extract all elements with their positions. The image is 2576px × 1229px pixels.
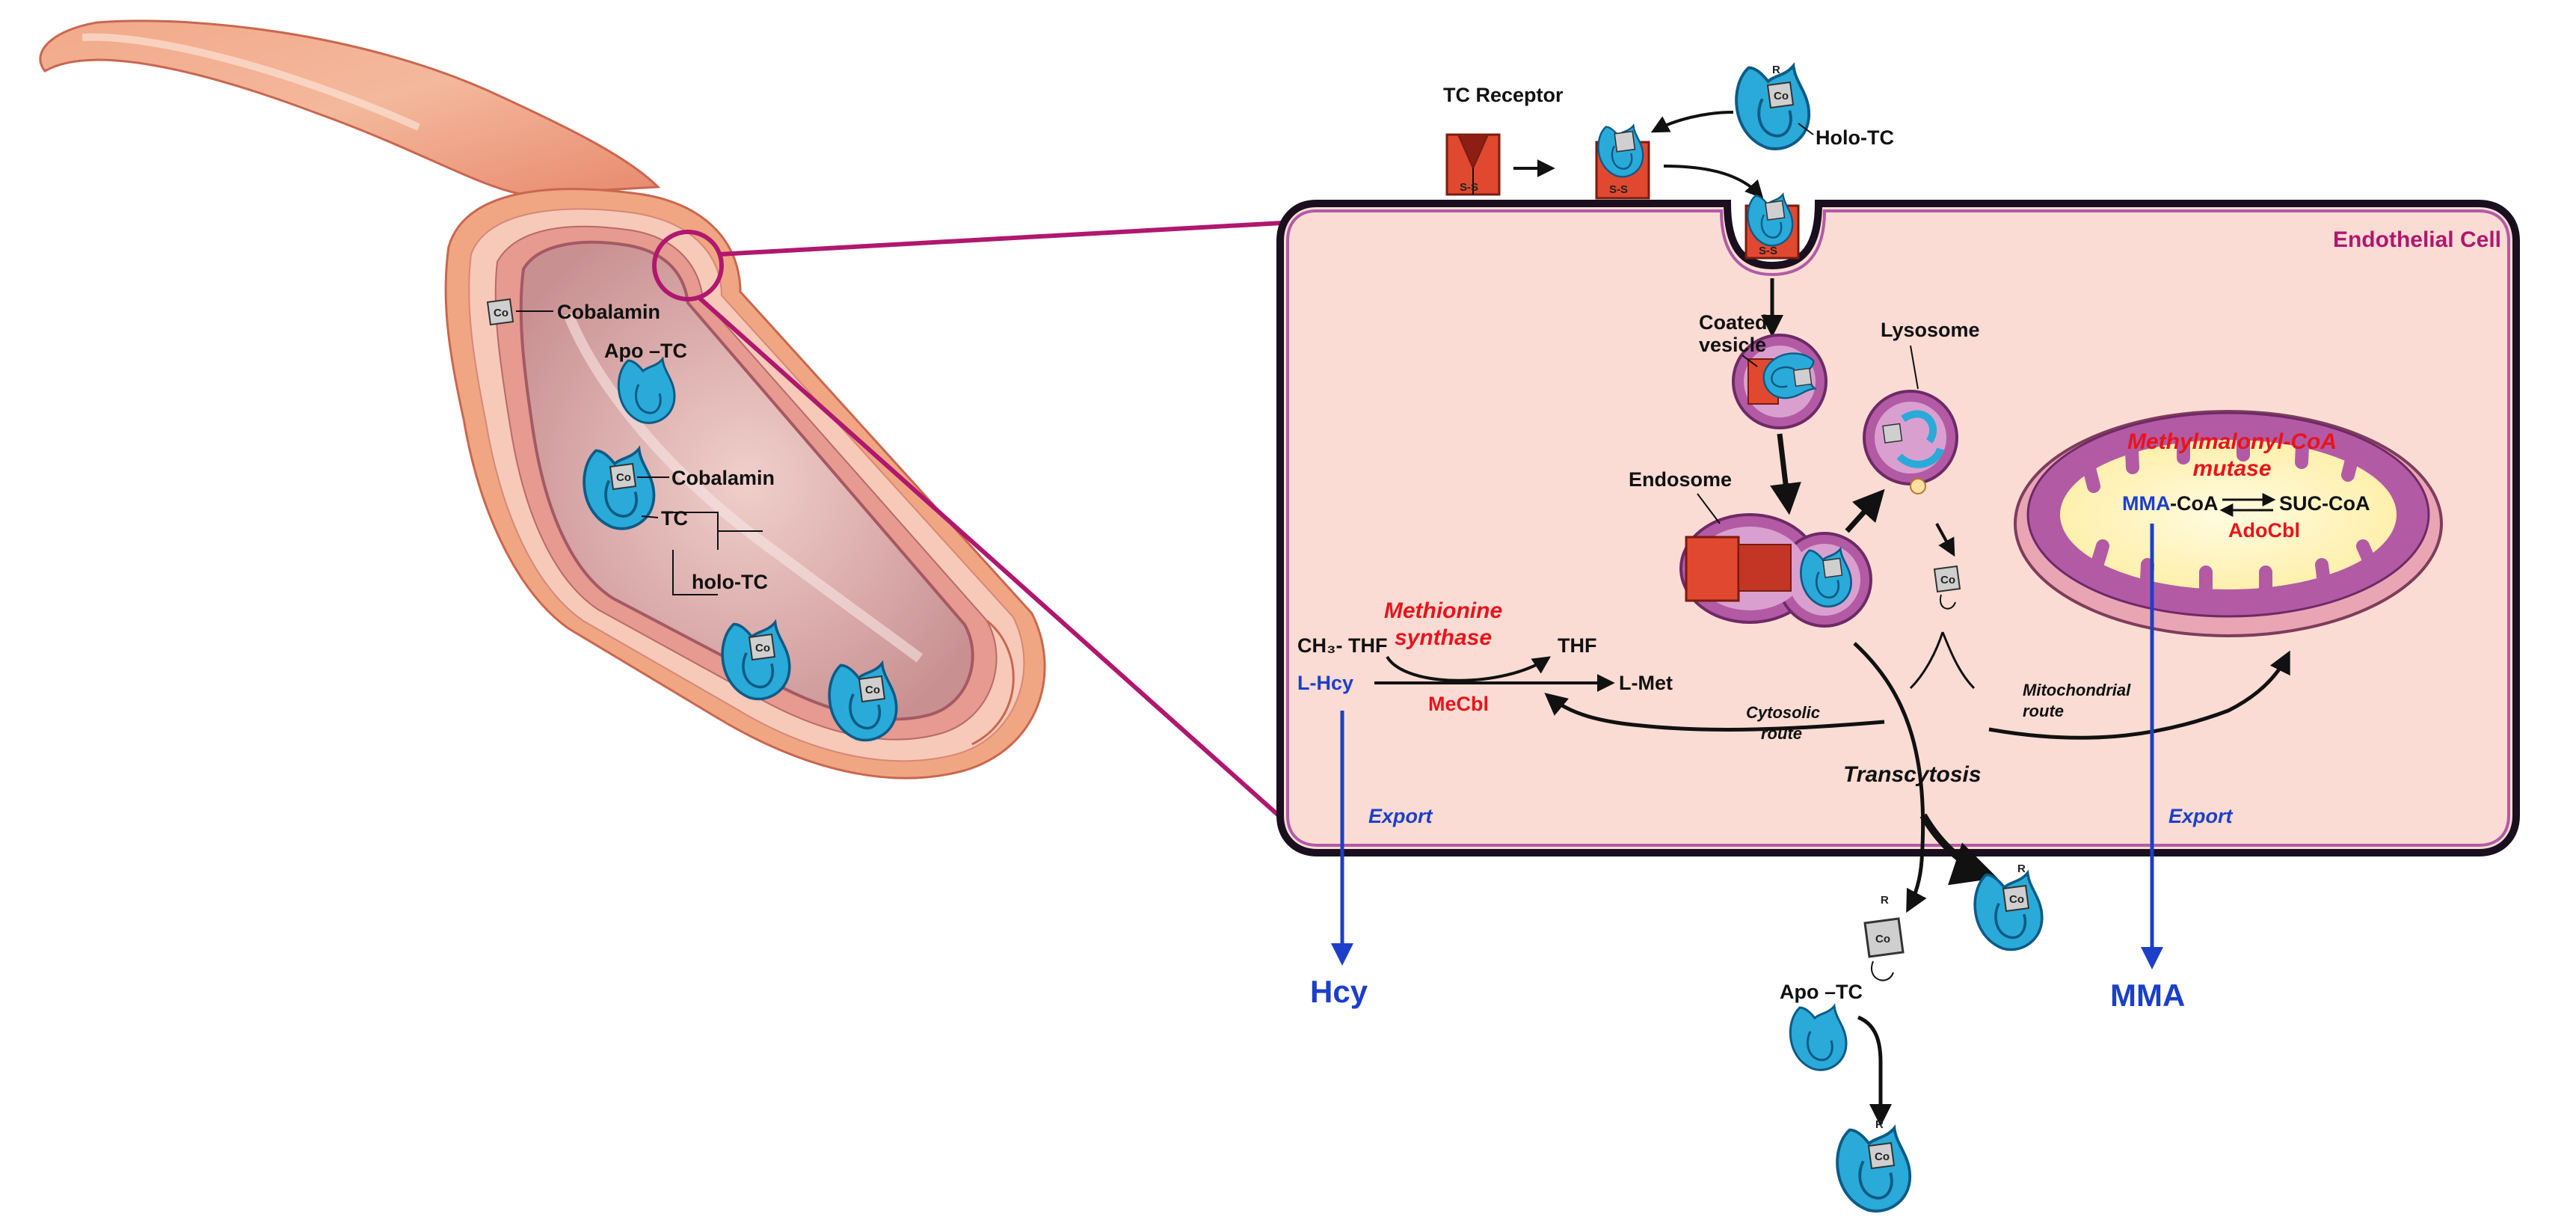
holo-tc-free: Co R Holo-TC [1735, 64, 1894, 150]
vessel-holo-tc: Co Cobalamin TC holo-TC [582, 447, 775, 595]
mito-route-label-2: route [2023, 702, 2064, 720]
endothelial-cell-label: Endothelial Cell [2333, 227, 2501, 252]
mma-coa-suffix: -CoA [2170, 492, 2218, 515]
arrow-apo-to-holo [1857, 1015, 1892, 1127]
apo-tc-bottom-protein [1789, 1005, 1848, 1071]
svg-text:Co: Co [755, 642, 770, 655]
svg-text:R: R [2017, 862, 2026, 875]
blood-vessel [39, 19, 1046, 779]
endothelial-cell: Endothelial Cell [1276, 200, 2520, 856]
holo-tc-label: Holo-TC [1816, 126, 1894, 149]
mecbl-label: MeCbl [1428, 693, 1489, 715]
mma-out-label: MMA [2110, 978, 2185, 1013]
vessel-holo-tc-label: holo-TC [692, 571, 768, 593]
adocbl-label: AdoCbl [2228, 519, 2300, 542]
svg-text:Co: Co [1875, 1150, 1890, 1163]
ms-label-2: synthase [1395, 625, 1492, 650]
zoom-line-top [719, 221, 1283, 257]
svg-text:Co: Co [616, 471, 631, 484]
arrow-transcytosis-down [1853, 642, 1927, 913]
split-line-left [1909, 631, 1944, 690]
coated-pit-complex: S-S [1745, 193, 1800, 260]
arrow-holo-tc-bind [1650, 111, 1734, 133]
hcy-label: Hcy [1310, 974, 1368, 1009]
arrow-endosome-to-lysosome [1845, 488, 1885, 533]
released-holo-tc: Co R [1973, 862, 2044, 951]
thf-label: THF [1558, 634, 1596, 657]
endosome [1679, 513, 1872, 628]
l-hcy-label: L-Hcy [1297, 672, 1353, 694]
tc-receptor-label: TC Receptor [1443, 84, 1564, 106]
svg-text:Co: Co [2009, 893, 2024, 906]
l-met-label: L-Met [1619, 672, 1673, 694]
svg-text:R: R [1772, 64, 1780, 76]
transcytosis-label: Transcytosis [1843, 762, 1982, 787]
svg-text:Co: Co [1774, 90, 1789, 102]
tc-receptor-bound: S-S [1595, 124, 1650, 200]
vessel-tc-label: TC [661, 507, 688, 530]
endosome-label: Endosome [1629, 468, 1732, 491]
ms-label-1: Methionine [1384, 598, 1502, 623]
svg-text:R: R [1875, 1118, 1884, 1131]
coated-vesicle [1732, 334, 1828, 429]
svg-text:Co: Co [1940, 574, 1955, 586]
svg-text:R: R [1881, 894, 1889, 907]
arrow-cytosolic-route [1544, 693, 1885, 732]
arrow-transcytosis-holo [1919, 813, 1998, 886]
vessel-cobalamin-label: Cobalamin [557, 301, 660, 323]
arrow-mito-route [1988, 650, 2290, 740]
cytosolic-route-label-2: route [1761, 724, 1802, 743]
svg-text:Co: Co [494, 307, 508, 319]
split-line-right [1941, 631, 1976, 690]
mma-coa-mma: MMA [2122, 492, 2170, 515]
cytosolic-route-label-1: Cytosolic [1746, 703, 1820, 722]
svg-text:S-S: S-S [1759, 245, 1777, 257]
lysosome-label: Lysosome [1881, 319, 1980, 341]
vessel-holo-tc-2: Co [721, 621, 791, 701]
mito-route-label-1: Mitochondrial [2023, 681, 2131, 699]
tc-receptor: S-S [1445, 133, 1501, 196]
vessel-cobalamin: Co Cobalamin [487, 298, 660, 325]
svg-text:S-S: S-S [1460, 181, 1478, 194]
bottom-holo-tc: Co R [1836, 1118, 1912, 1213]
svg-text:Co: Co [1875, 933, 1890, 945]
coated-vesicle-label-1: Coated [1699, 311, 1768, 334]
mcm-label-1: Methylmalonyl-CoA [2127, 429, 2337, 454]
export-right-label: Export [2168, 805, 2234, 827]
released-cobalamin: Co R [1863, 894, 1905, 981]
lysosome [1863, 390, 1958, 494]
cytosol-cobalamin: Co [1934, 566, 1961, 610]
arrow-to-pit [1663, 165, 1764, 199]
svg-text:S-S: S-S [1609, 183, 1628, 196]
apo-tc-bottom-label: Apo –TC [1780, 981, 1863, 1003]
arrow-vesicle-to-endosome [1770, 433, 1801, 515]
zoom-line-bottom [698, 295, 1282, 819]
vessel-apo-tc-label: Apo –TC [604, 340, 687, 362]
ch3-thf-label: CH₃- THF [1297, 634, 1387, 657]
vessel-holo-tc-3: Co [828, 662, 898, 742]
arrow-thf-cycle [1386, 655, 1551, 682]
coated-vesicle-label-2: vesicle [1699, 334, 1766, 356]
suc-coa-label: SUC-CoA [2279, 492, 2370, 515]
mcm-label-2: mutase [2192, 456, 2271, 481]
export-left-label: Export [1368, 805, 1433, 827]
arrow-lysosome-release [1935, 523, 1955, 557]
svg-text:Co: Co [865, 684, 880, 696]
vessel-cobalamin2-label: Cobalamin [671, 467, 775, 489]
